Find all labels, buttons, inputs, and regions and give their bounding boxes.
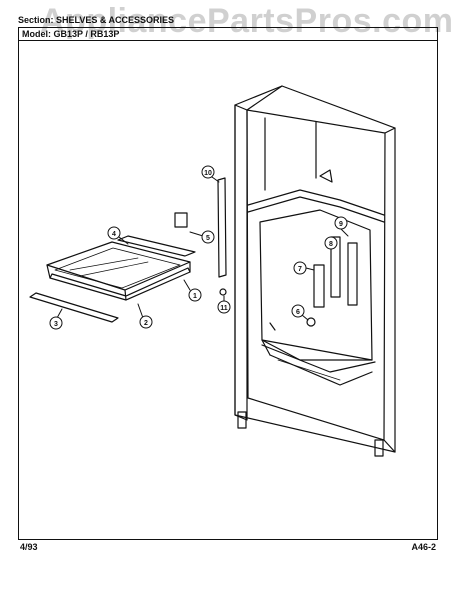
callout-4: 4: [107, 226, 129, 245]
revision-date: 4/93: [20, 542, 38, 552]
diagram-header: Section: SHELVES & ACCESSORIES Model: GB…: [18, 14, 438, 41]
callout-5: 5: [189, 230, 215, 244]
svg-text:9: 9: [339, 221, 343, 228]
section-title: Section: SHELVES & ACCESSORIES: [18, 15, 175, 25]
watermark: AppliancePartsPros.com: [40, 2, 454, 40]
svg-text:4: 4: [112, 231, 116, 238]
svg-text:11: 11: [220, 305, 228, 312]
callout-9: 9: [334, 216, 349, 237]
callout-6: 6: [291, 304, 309, 321]
callout-2: 2: [137, 303, 153, 329]
refrigerator-cabinet: [234, 85, 396, 457]
model-label: Model: GB13P / RB13P: [18, 27, 438, 41]
svg-text:8: 8: [329, 241, 333, 248]
svg-text:7: 7: [298, 266, 302, 273]
shelf-assembly: [29, 212, 196, 323]
callout-1: 1: [183, 279, 202, 302]
callout-8: 8: [324, 236, 338, 250]
page-code: A46-2: [411, 542, 436, 552]
svg-text:1: 1: [193, 293, 197, 300]
callout-11: 11: [217, 295, 231, 314]
diagram-frame: [18, 40, 438, 540]
callout-7: 7: [293, 261, 315, 275]
svg-text:10: 10: [204, 170, 212, 177]
callout-3: 3: [49, 308, 63, 330]
svg-text:5: 5: [206, 235, 210, 242]
svg-text:3: 3: [54, 321, 58, 328]
callout-markers: 1 2 3 4 5 6 7: [49, 165, 349, 330]
svg-text:6: 6: [296, 309, 300, 316]
callout-10: 10: [201, 165, 220, 183]
svg-text:2: 2: [144, 320, 148, 327]
mullion-strip: [217, 177, 227, 296]
